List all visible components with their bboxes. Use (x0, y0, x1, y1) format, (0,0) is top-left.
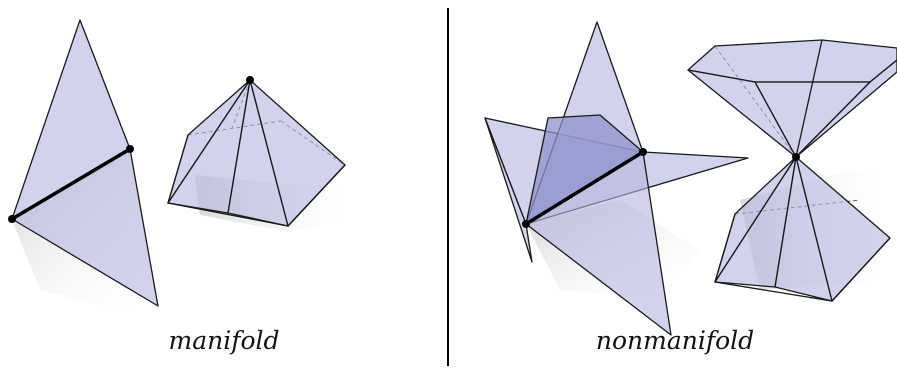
manifold-panel (8, 19, 360, 310)
vertex-sharing-pyramids (687, 39, 897, 302)
nonmanifold-panel (484, 21, 897, 336)
pyramid-base-outline (167, 134, 346, 227)
manifold-caption: manifold (168, 326, 280, 355)
fan-vertex-left (522, 220, 530, 228)
lower-pyramid-base-outline (714, 213, 891, 302)
fan-vertex-right (639, 148, 647, 156)
edge-sharing-triangle-fan (484, 21, 749, 336)
shared-vertex (792, 153, 800, 161)
nonmanifold-caption: nonmanifold (595, 326, 755, 355)
pyramid-apex (246, 76, 254, 84)
fan-back-lower (484, 117, 533, 263)
fan-shared-edge (524, 150, 645, 226)
pyramid (167, 76, 346, 227)
upper-pyramid-face-right (795, 59, 897, 158)
shared-edge (10, 147, 132, 221)
shared-edge-vertex-left (8, 215, 16, 223)
shared-edge-vertex-right (126, 145, 134, 153)
upper-pyramid-edge-back (795, 39, 823, 158)
edge-sharing-triangles (8, 19, 159, 307)
